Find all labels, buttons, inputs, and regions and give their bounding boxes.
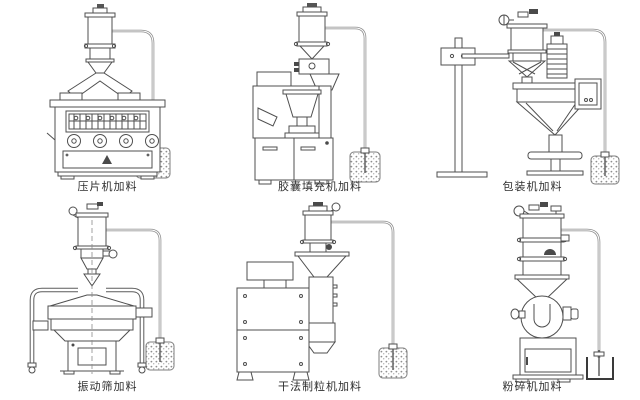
vacuum-conveyor — [83, 4, 117, 74]
diagram-cell-dry-granulator: 干法制粒机加料 — [215, 200, 425, 400]
suction-hose — [112, 29, 155, 150]
capsule-filler-caption: 胶囊填充机加料 — [278, 181, 362, 193]
diagram-cell-vibrating-screen: 振动筛加料 — [0, 200, 215, 400]
pulverizer-drawing — [510, 202, 614, 383]
vibrating-sieve — [32, 220, 153, 375]
granulator-cabinet — [236, 261, 310, 381]
suction-hose — [325, 26, 367, 154]
capsule-filling-machine — [252, 71, 340, 185]
vacuum-conveyor — [498, 9, 548, 84]
mill-cabinet — [512, 337, 584, 383]
feed-splitter — [59, 72, 141, 101]
dry-granulator-caption: 干法制粒机加料 — [278, 381, 362, 393]
diagram-cell-tablet-press: 压片机加料 — [0, 0, 215, 200]
diagram-cell-capsule-filler: 胶囊填充机加料 — [215, 0, 425, 200]
suction-hose — [561, 228, 601, 358]
packaging-machine-drawing — [436, 9, 620, 185]
vacuum-conveyor — [294, 202, 350, 278]
capsule-filler-drawing — [252, 3, 381, 185]
support-gantry — [27, 287, 147, 374]
diagram-cell-packaging-machine: 包装机加料 — [425, 0, 640, 200]
tablet-press-drawing — [46, 4, 171, 180]
tablet-press-caption: 压片机加料 — [77, 181, 138, 193]
suction-hose — [543, 28, 607, 158]
filler-body-and-hopper — [512, 78, 602, 176]
collection-bin — [586, 350, 614, 380]
mill-head — [510, 295, 579, 339]
dry-granulator-drawing — [236, 202, 408, 381]
suction-hose — [106, 228, 162, 344]
support-stand — [436, 37, 510, 178]
material-bag — [349, 147, 381, 183]
suction-hose — [331, 220, 395, 350]
vibrating-screen-caption: 振动筛加料 — [77, 381, 138, 393]
vibrating-screen-drawing — [27, 202, 175, 375]
auger-motor — [546, 32, 568, 79]
vacuum-conveyor — [293, 3, 331, 75]
vacuum-conveyor — [68, 202, 118, 287]
tablet-press-machine — [46, 99, 166, 180]
material-bag — [378, 343, 408, 379]
material-bag — [145, 337, 175, 371]
diagram-cell-pulverizer: 粉碎机加料 — [425, 200, 640, 400]
pulverizer-caption: 粉碎机加料 — [502, 381, 563, 393]
granulator-column — [305, 276, 338, 354]
material-bag — [590, 151, 620, 185]
packaging-machine-caption: 包装机加料 — [502, 181, 563, 193]
vacuum-conveyor — [513, 202, 570, 300]
